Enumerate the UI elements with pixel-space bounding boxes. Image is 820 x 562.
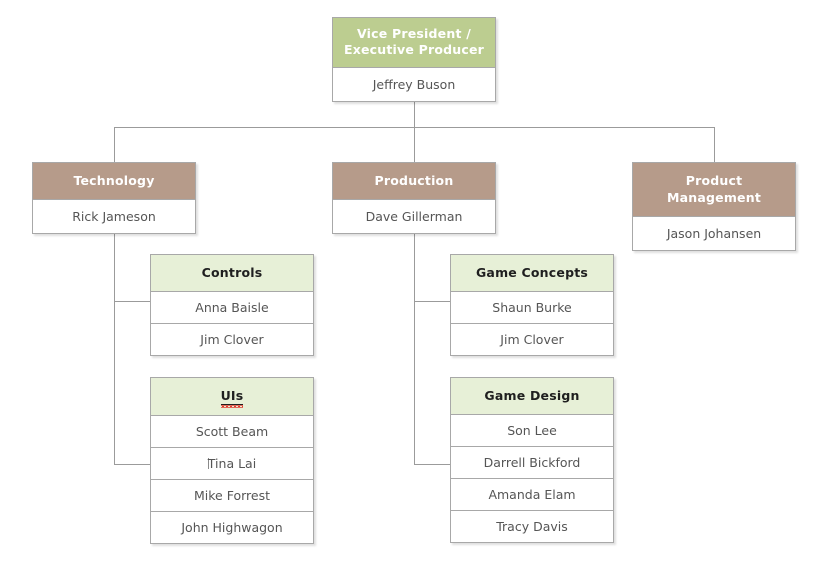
node-executive-member[interactable]: Jeffrey Buson [333, 67, 495, 101]
connector-drop-technology [114, 127, 115, 162]
connector-branch-uis [114, 464, 152, 465]
connector-branch-game-concepts [414, 301, 452, 302]
node-game-design-member[interactable]: Darrell Bickford [451, 446, 613, 478]
node-controls-title: Controls [151, 255, 313, 291]
node-game-concepts-title: Game Concepts [451, 255, 613, 291]
node-executive[interactable]: Vice President / Executive Producer Jeff… [332, 17, 496, 102]
node-product-management[interactable]: Product Management Jason Johansen [632, 162, 796, 251]
node-game-concepts-member[interactable]: Shaun Burke [451, 291, 613, 323]
node-uis[interactable]: UIs Scott Beam Tina Lai Mike Forrest Joh… [150, 377, 314, 544]
node-executive-title-line2: Executive Producer [343, 42, 485, 57]
node-game-design-member[interactable]: Amanda Elam [451, 478, 613, 510]
node-uis-title: UIs [151, 378, 313, 415]
node-game-design-member[interactable]: Son Lee [451, 414, 613, 446]
connector-trunk-production [414, 233, 415, 464]
connector-drop-production [414, 127, 415, 162]
node-controls-member[interactable]: Anna Baisle [151, 291, 313, 323]
connector-trunk-technology [114, 233, 115, 464]
node-uis-member[interactable]: John Highwagon [151, 511, 313, 543]
node-game-concepts[interactable]: Game Concepts Shaun Burke Jim Clover [450, 254, 614, 356]
node-production-member[interactable]: Dave Gillerman [333, 199, 495, 233]
node-uis-title-text: UIs [220, 388, 244, 408]
text-caret-icon [207, 458, 209, 469]
node-uis-member[interactable]: Tina Lai [151, 447, 313, 479]
node-product-management-title: Product Management [633, 163, 795, 216]
node-game-design[interactable]: Game Design Son Lee Darrell Bickford Ama… [450, 377, 614, 543]
node-controls[interactable]: Controls Anna Baisle Jim Clover [150, 254, 314, 356]
connector-branch-controls [114, 301, 152, 302]
node-technology-member[interactable]: Rick Jameson [33, 199, 195, 233]
node-controls-member[interactable]: Jim Clover [151, 323, 313, 355]
node-game-design-member[interactable]: Tracy Davis [451, 510, 613, 542]
connector-drop-product-management [714, 127, 715, 162]
node-product-management-member[interactable]: Jason Johansen [633, 216, 795, 250]
node-technology[interactable]: Technology Rick Jameson [32, 162, 196, 234]
connector-branch-game-design [414, 464, 452, 465]
node-game-concepts-member[interactable]: Jim Clover [451, 323, 613, 355]
node-game-design-title: Game Design [451, 378, 613, 414]
node-executive-title-line1: Vice President / [357, 26, 471, 41]
connector-executive-down [414, 88, 415, 127]
node-uis-member[interactable]: Mike Forrest [151, 479, 313, 511]
node-production-title: Production [333, 163, 495, 199]
node-uis-member[interactable]: Scott Beam [151, 415, 313, 447]
node-production[interactable]: Production Dave Gillerman [332, 162, 496, 234]
node-executive-title: Vice President / Executive Producer [333, 18, 495, 67]
node-technology-title: Technology [33, 163, 195, 199]
node-uis-member-label: Tina Lai [207, 456, 257, 471]
